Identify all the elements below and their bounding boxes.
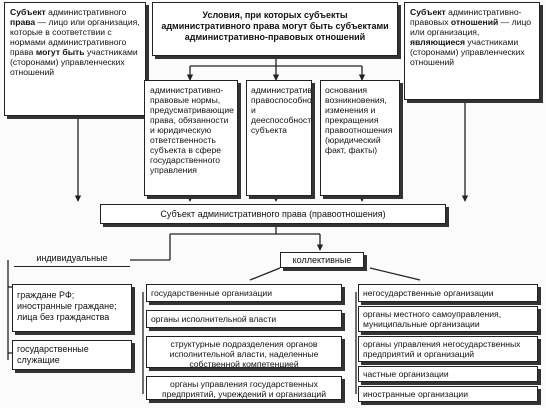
state-organizations-box: государственные организации [146, 284, 342, 302]
foreign-organizations-box: иностранные организации [358, 386, 538, 402]
definition-text: — лицо или организация, которые в соотве… [10, 17, 140, 57]
subject-of-relations-definition-box: Субъект административно-правовых отношен… [404, 2, 540, 100]
executive-subdivisions-box: структурные подразделения органов исполн… [146, 336, 342, 368]
conditions-title-box: Условия, при которых субъекты администра… [152, 2, 398, 56]
collective-label: коллективные [280, 252, 364, 268]
local-self-government-box: органы местного самоуправления, муниципа… [358, 306, 538, 332]
individual-civil-servants-box: государственные служащие [12, 340, 132, 370]
condition-capacity-box: административная правоспособность и деес… [246, 80, 312, 196]
participants-text: участниками (сторонами) управленческих о… [10, 47, 138, 77]
participants-text-right: участниками (сторонами) управленческих о… [410, 37, 525, 67]
subject-of-law-definition-box: Субъект административного права — лицо и… [4, 2, 146, 116]
relations-bold-word: отношений [450, 17, 499, 27]
individual-citizens-box: граждане РФ; иностранные граждане; лица … [12, 284, 132, 332]
subject-bold-word-right: Субъект [410, 7, 446, 17]
subject-bar: Субъект административного права (правоот… [100, 204, 446, 224]
condition-grounds-box: основания возникновения, изменения и пре… [320, 80, 400, 196]
condition-norms-box: административно-правовые нормы, предусма… [144, 80, 238, 196]
state-enterprises-management-box: органы управления государственных предпр… [146, 376, 342, 400]
nonstate-organizations-box: негосударственные организации [358, 284, 538, 302]
executive-authorities-box: органы исполнительной власти [146, 310, 342, 328]
nonstate-enterprises-management-box: органы управления негосударственных пред… [358, 336, 538, 362]
subject-text-right: административно-правовых [410, 7, 522, 27]
individual-label: индивидуальные [14, 253, 130, 267]
private-organizations-box: частные организации [358, 366, 538, 382]
subject-bold-word: Субъект [10, 7, 46, 17]
law-bold-word: права [10, 17, 36, 27]
can-be-bold-word: могут быть [35, 47, 85, 57]
subject-text: административного [45, 7, 127, 17]
being-bold-word: являющиеся [410, 37, 465, 47]
definition-text-right: — лицо или организация, [410, 17, 532, 37]
